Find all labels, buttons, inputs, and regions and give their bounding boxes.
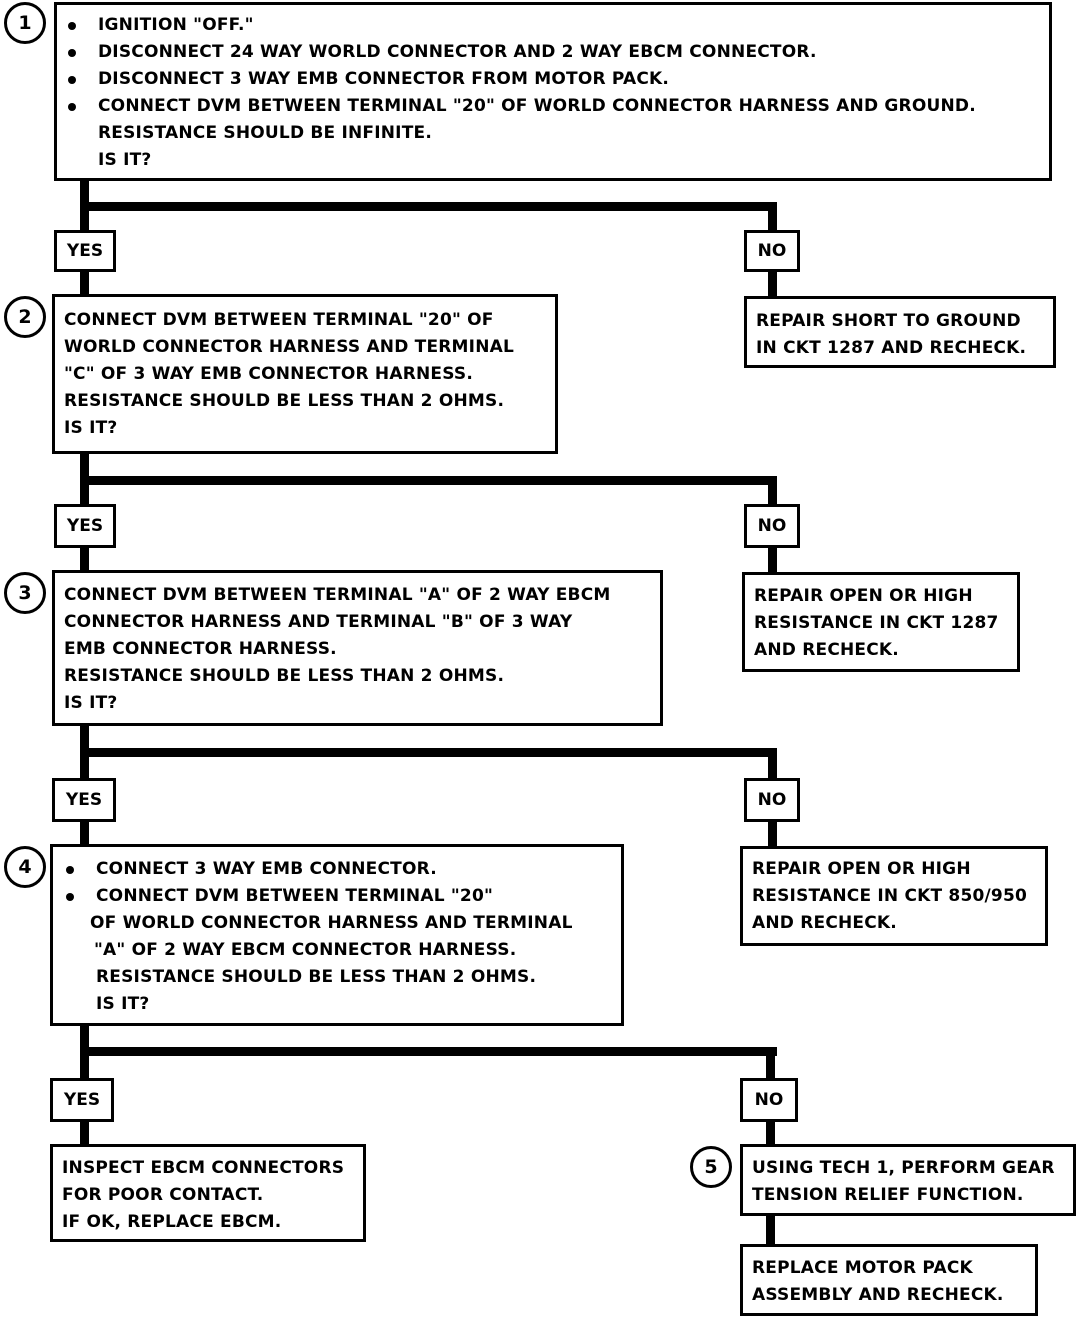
- repair-text: REPAIR OPEN OR HIGH: [752, 859, 971, 879]
- repair-text: AND RECHECK.: [754, 640, 899, 660]
- step-text: IS IT?: [98, 150, 152, 170]
- step-text: CONNECTOR HARNESS AND TERMINAL "B" OF 3 …: [64, 612, 573, 632]
- step-text: IS IT?: [64, 693, 118, 713]
- step-number-badge: 5: [690, 1146, 732, 1188]
- step-number-badge: 3: [4, 572, 46, 614]
- repair-text: RESISTANCE IN CKT 1287: [754, 613, 999, 633]
- step-text: CONNECT DVM BETWEEN TERMINAL "20" OF WOR…: [98, 96, 976, 116]
- step-text: "A" OF 2 WAY EBCM CONNECTOR HARNESS.: [94, 940, 517, 960]
- step-text: TENSION RELIEF FUNCTION.: [752, 1185, 1024, 1205]
- connector-line: [80, 476, 777, 485]
- step-text: CONNECT DVM BETWEEN TERMINAL "20" OF: [64, 310, 494, 330]
- yes-label: YES: [54, 230, 116, 272]
- outcome-text: ASSEMBLY AND RECHECK.: [752, 1285, 1004, 1305]
- step-text: CONNECT DVM BETWEEN TERMINAL "20": [96, 886, 494, 906]
- inspect-box: [50, 1144, 366, 1242]
- step-2-box: [52, 294, 558, 454]
- step-text: IGNITION "OFF.": [98, 15, 254, 35]
- connector-line: [80, 546, 89, 572]
- connector-line: [80, 820, 89, 846]
- connector-line: [80, 1120, 89, 1146]
- yes-label: YES: [50, 1078, 114, 1122]
- yes-label: YES: [54, 504, 116, 548]
- no-label: NO: [744, 778, 800, 822]
- step-text: IS IT?: [64, 418, 118, 438]
- step-text: CONNECT 3 WAY EMB CONNECTOR.: [96, 859, 437, 879]
- step-text: USING TECH 1, PERFORM GEAR: [752, 1158, 1055, 1178]
- step-text: EMB CONNECTOR HARNESS.: [64, 639, 337, 659]
- outcome-text: FOR POOR CONTACT.: [62, 1185, 264, 1205]
- step-text: OF WORLD CONNECTOR HARNESS AND TERMINAL: [90, 913, 573, 933]
- connector-line: [768, 476, 777, 506]
- step-text: WORLD CONNECTOR HARNESS AND TERMINAL: [64, 337, 515, 357]
- step-text: "C" OF 3 WAY EMB CONNECTOR HARNESS.: [64, 364, 474, 384]
- connector-line: [80, 202, 777, 211]
- step-text: RESISTANCE SHOULD BE INFINITE.: [98, 123, 432, 143]
- outcome-text: REPLACE MOTOR PACK: [752, 1258, 973, 1278]
- repair-box: [744, 296, 1056, 368]
- step-text: RESISTANCE SHOULD BE LESS THAN 2 OHMS.: [64, 666, 505, 686]
- step-text: RESISTANCE SHOULD BE LESS THAN 2 OHMS.: [96, 967, 537, 987]
- connector-line: [766, 1214, 775, 1246]
- step-1-box: [54, 2, 1052, 181]
- step-5-box: [740, 1144, 1076, 1216]
- repair-text: AND RECHECK.: [752, 913, 897, 933]
- bullet-icon: [66, 893, 74, 901]
- connector-line: [768, 748, 777, 780]
- connector-line: [768, 202, 777, 232]
- repair-text: REPAIR SHORT TO GROUND: [756, 311, 1021, 331]
- step-text: IS IT?: [96, 994, 150, 1014]
- bullet-icon: [66, 866, 74, 874]
- repair-text: IN CKT 1287 AND RECHECK.: [756, 338, 1027, 358]
- connector-line: [768, 820, 777, 848]
- connector-line: [766, 1120, 775, 1146]
- outcome-text: IF OK, REPLACE EBCM.: [62, 1212, 282, 1232]
- repair-box: [742, 572, 1020, 672]
- step-number-badge: 4: [4, 846, 46, 888]
- connector-line: [768, 546, 777, 574]
- connector-line: [80, 1047, 777, 1056]
- step-text: DISCONNECT 3 WAY EMB CONNECTOR FROM MOTO…: [98, 69, 670, 89]
- step-3-box: [52, 570, 663, 726]
- step-text: CONNECT DVM BETWEEN TERMINAL "A" OF 2 WA…: [64, 585, 611, 605]
- repair-text: REPAIR OPEN OR HIGH: [754, 586, 973, 606]
- step-4-box: [50, 844, 624, 1026]
- no-label: NO: [744, 504, 800, 548]
- no-label: NO: [740, 1078, 798, 1122]
- replace-box: [740, 1244, 1038, 1316]
- bullet-icon: [68, 49, 76, 57]
- connector-line: [768, 270, 777, 298]
- step-number-badge: 1: [4, 2, 46, 44]
- repair-text: RESISTANCE IN CKT 850/950: [752, 886, 1027, 906]
- bullet-icon: [68, 76, 76, 84]
- step-number-badge: 2: [4, 296, 46, 338]
- repair-box: [740, 846, 1048, 946]
- bullet-icon: [68, 22, 76, 30]
- step-text: DISCONNECT 24 WAY WORLD CONNECTOR AND 2 …: [98, 42, 817, 62]
- no-label: NO: [744, 230, 800, 272]
- bullet-icon: [68, 103, 76, 111]
- connector-line: [80, 748, 777, 757]
- step-text: RESISTANCE SHOULD BE LESS THAN 2 OHMS.: [64, 391, 505, 411]
- yes-label: YES: [52, 778, 116, 822]
- connector-line: [80, 270, 89, 296]
- connector-line: [766, 1047, 775, 1080]
- outcome-text: INSPECT EBCM CONNECTORS: [62, 1158, 345, 1178]
